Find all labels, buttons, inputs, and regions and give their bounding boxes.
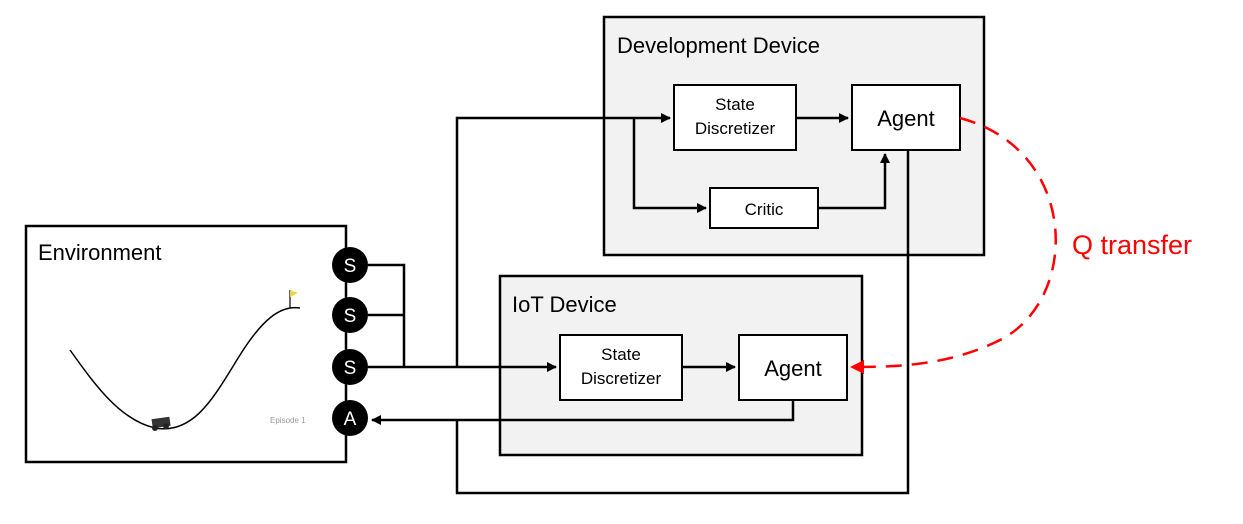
q-transfer-arrow [850, 116, 1058, 374]
port-s-2: S [332, 297, 368, 333]
port-s-1: S [332, 247, 368, 283]
car-icon [151, 416, 171, 431]
state-to-dev-discretizer-arrow [455, 113, 671, 367]
dev-state-discretizer-box [673, 84, 797, 151]
development-device-label: Development Device [617, 33, 820, 58]
port-s-2-label: S [344, 306, 357, 327]
critic-label: Critic [745, 200, 784, 219]
critic-box [709, 187, 819, 229]
connectors [368, 113, 910, 495]
port-a: A [332, 400, 368, 436]
critic-to-agent-arrow [818, 153, 890, 210]
iot-state-discretizer-line2: Discretizer [581, 369, 662, 388]
port-s-3: S [332, 349, 368, 385]
port-a-label: A [344, 409, 357, 430]
dev-action-wire [455, 150, 910, 495]
q-transfer-label: Q transfer [1072, 230, 1192, 260]
s1-wire [368, 263, 406, 367]
iot-state-discretizer-line1: State [601, 345, 641, 364]
dev-agent-box [851, 84, 961, 151]
episode-label: Episode 1 [270, 416, 306, 425]
iot-state-discretizer-box [559, 334, 683, 401]
environment-label: Environment [38, 240, 162, 265]
dev-state-discretizer-line2: Discretizer [695, 119, 776, 138]
flag-icon [290, 290, 298, 297]
iot-agent-box [738, 334, 848, 401]
iot-agent-label: Agent [764, 356, 822, 381]
port-s-3-label: S [344, 358, 357, 379]
state-to-critic-arrow [632, 118, 707, 213]
iot-action-arrow [371, 400, 795, 425]
dev-agent-label: Agent [877, 106, 935, 131]
mountain-curve [69, 306, 301, 430]
port-s-1-label: S [344, 256, 357, 277]
dev-state-discretizer-line1: State [715, 95, 755, 114]
iot-device-label: IoT Device [512, 292, 617, 317]
